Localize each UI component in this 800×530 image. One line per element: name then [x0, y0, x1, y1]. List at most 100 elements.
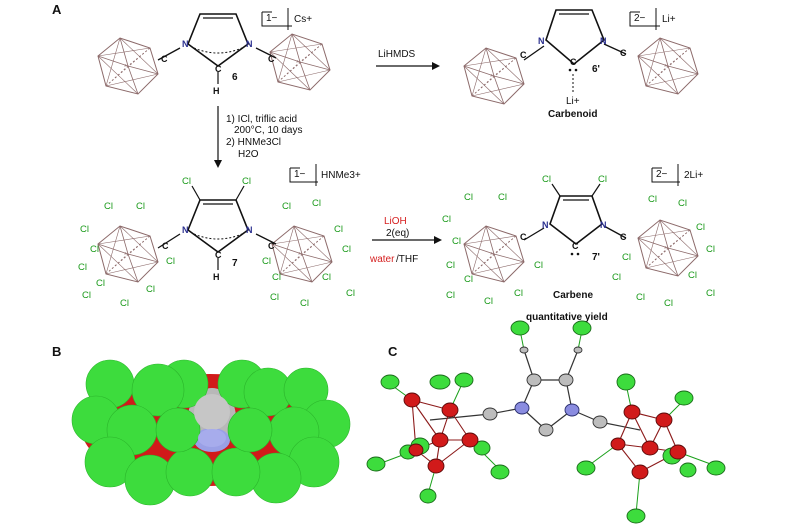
cl-atom: Cl — [120, 298, 129, 309]
cl-atom: Cl — [678, 198, 687, 209]
compound-6-number: 6 — [232, 72, 238, 83]
cl-atom: Cl — [648, 194, 657, 205]
cl-atom: Cl — [542, 174, 551, 185]
carbene-label: Carbene — [553, 290, 593, 301]
carbenoid-label: Carbenoid — [548, 109, 597, 120]
cl-atom: Cl — [514, 288, 523, 299]
cl-atom: Cl — [78, 262, 87, 273]
cl-atom: Cl — [598, 174, 607, 185]
solvent-water: water — [369, 254, 395, 265]
compound-7: Cl Cl N N C H C C 7 Cl Cl Cl Cl Cl Cl Cl… — [78, 164, 361, 309]
cl-atom: Cl — [464, 192, 473, 203]
cl-atom: Cl — [322, 272, 331, 283]
c-atom: C — [268, 241, 275, 251]
cl-atom: Cl — [312, 198, 321, 209]
panel-b-label: B — [52, 344, 61, 359]
li-cation: Li+ — [566, 96, 580, 107]
n-atom: N — [542, 220, 549, 230]
space-filling-model — [71, 359, 351, 506]
panel-a-label: A — [52, 2, 62, 17]
cl-atom: Cl — [82, 290, 91, 301]
cl-atom: Cl — [696, 222, 705, 233]
n-atom: N — [538, 36, 545, 46]
cl-atom: Cl — [166, 256, 175, 267]
counterion-6p: Li+ — [662, 14, 676, 25]
cl-atom: Cl — [442, 214, 451, 225]
cl-atom: Cl — [664, 298, 673, 309]
counterion-6: Cs+ — [294, 14, 312, 25]
c-atom: C — [520, 232, 527, 242]
cl-atom: Cl — [636, 292, 645, 303]
nitrogen-atom — [198, 429, 226, 447]
compound-7-number: 7 — [232, 258, 238, 269]
cl-atom: Cl — [446, 290, 455, 301]
c-atom: C — [215, 64, 222, 74]
cl-atom: Cl — [446, 260, 455, 271]
cl-atom: Cl — [282, 201, 291, 212]
c-atom: C — [215, 250, 222, 260]
carborane-cage — [97, 37, 159, 95]
carborane-cage — [637, 219, 699, 277]
c-atom: C — [620, 232, 627, 242]
h-atom: H — [213, 272, 220, 282]
n-atom: N — [182, 39, 189, 49]
c-atom: C — [162, 241, 169, 251]
counterion-7: HNMe3+ — [321, 170, 361, 181]
reagent-lihmds: LiHMDS — [378, 49, 416, 60]
cl-atom: Cl — [182, 176, 191, 187]
step1-line1: 1) ICl, triflic acid — [226, 114, 297, 125]
c-atom: C — [620, 48, 627, 58]
cl-atom: Cl — [272, 272, 281, 283]
c-atom: C — [161, 54, 168, 64]
carborane-cage — [97, 225, 159, 283]
panel-c-label: C — [388, 344, 398, 359]
cl-atom: Cl — [706, 288, 715, 299]
cl-atom: Cl — [706, 244, 715, 255]
yield-label: quantitative yield — [526, 312, 608, 323]
cl-atom: Cl — [270, 292, 279, 303]
n-atom: N — [600, 36, 607, 46]
c-atom: C — [268, 54, 275, 64]
cl-atom: Cl — [688, 270, 697, 281]
cl-atom: Cl — [136, 201, 145, 212]
carborane-cage — [637, 37, 699, 95]
cl-atom: Cl — [242, 176, 251, 187]
h-atom: H — [213, 86, 220, 96]
n-atom: N — [182, 225, 189, 235]
cl-atom: Cl — [484, 296, 493, 307]
cl-atom: Cl — [96, 278, 105, 289]
cl-atom: Cl — [612, 272, 621, 283]
cl-atom: Cl — [346, 288, 355, 299]
step2-line2: H2O — [238, 149, 259, 160]
step1-line2: 200°C, 10 days — [234, 125, 303, 136]
reagent-equivalents: 2(eq) — [386, 228, 409, 239]
chlorine-atoms — [71, 359, 351, 506]
cl-atom: Cl — [262, 256, 271, 267]
n-atom: N — [600, 220, 607, 230]
cl-atom: Cl — [300, 298, 309, 309]
compound-7p-number: 7' — [592, 252, 600, 263]
carborane-cage — [269, 33, 331, 91]
counterion-7p: 2Li+ — [684, 170, 703, 181]
cl-atom: Cl — [80, 224, 89, 235]
carbon-atom — [194, 394, 230, 430]
carbene-c-atom: C — [570, 57, 577, 67]
cl-atom: Cl — [104, 201, 113, 212]
compound-6-prime: N N C C C Li+ 6' Carbenoid 2− Li+ — [463, 8, 699, 120]
cl-atom: Cl — [622, 252, 631, 263]
cl-atom: Cl — [146, 284, 155, 295]
carbene-c-atom: C — [572, 241, 579, 251]
compound-7-prime: Cl Cl N N C C C 7' Carbene quantitative … — [442, 164, 715, 323]
cl-atom: Cl — [342, 244, 351, 255]
charge-7p: 2− — [656, 169, 668, 180]
step2-line1: 2) HNMe3Cl — [226, 137, 281, 148]
carborane-cage — [463, 225, 525, 283]
cl-atom: Cl — [498, 192, 507, 203]
compound-6: N N C H C C 6 1− Cs+ — [97, 8, 331, 96]
ellipsoid-plot — [366, 320, 726, 524]
cl-atom: Cl — [464, 274, 473, 285]
n-atom: N — [246, 225, 253, 235]
compound-6p-number: 6' — [592, 64, 600, 75]
